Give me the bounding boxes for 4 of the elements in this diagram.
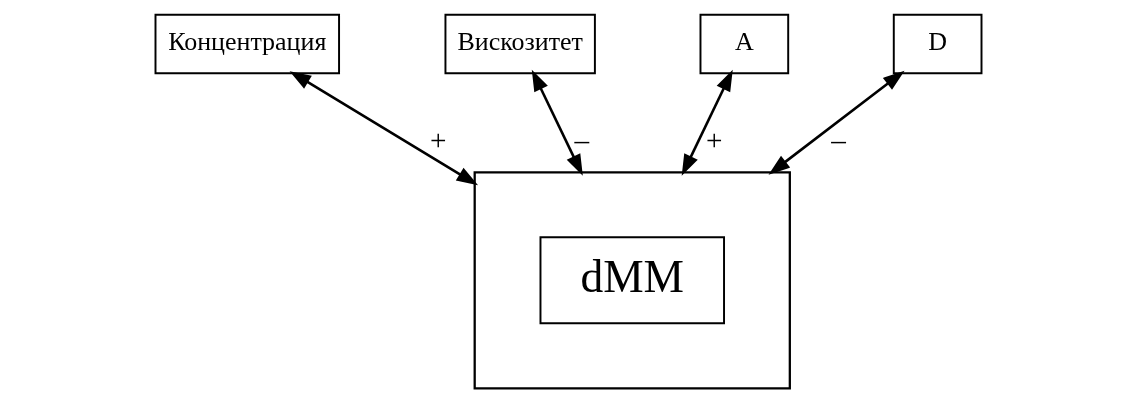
edge-label: + — [705, 124, 723, 157]
edge-label: + — [429, 124, 446, 157]
edge-label: – — [830, 124, 846, 157]
edge-label: – — [574, 124, 589, 157]
